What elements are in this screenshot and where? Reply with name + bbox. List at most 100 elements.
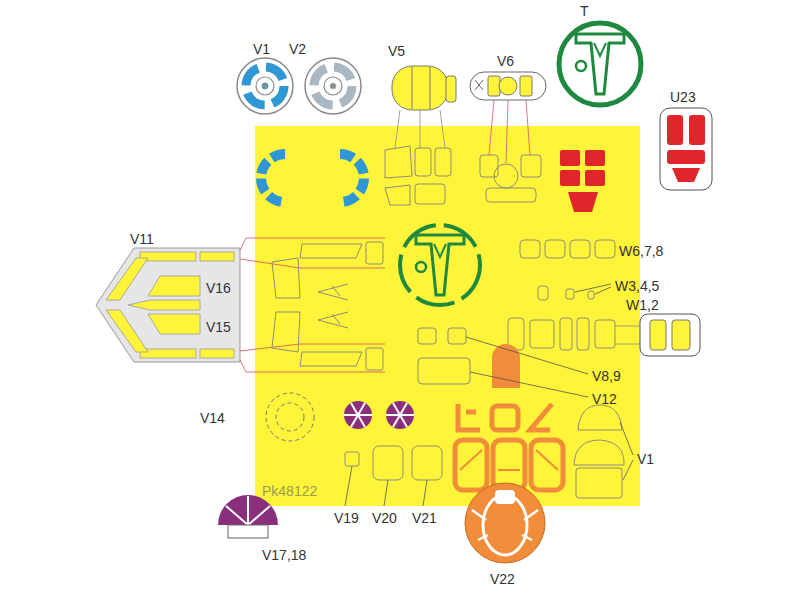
label-slot: V1 bbox=[637, 450, 654, 468]
mask-outline bbox=[560, 318, 572, 350]
wheel-mask bbox=[305, 58, 361, 114]
windscreen-mask bbox=[240, 344, 385, 351]
logo-mask bbox=[576, 34, 624, 94]
window-mask bbox=[615, 314, 700, 356]
part-callout: V17,18 bbox=[262, 547, 306, 563]
mask-outline bbox=[521, 155, 541, 177]
window-mask bbox=[672, 320, 690, 350]
leader-line bbox=[466, 337, 588, 374]
mask-outline bbox=[588, 291, 594, 299]
leader-line bbox=[384, 480, 388, 506]
mask-outline bbox=[595, 240, 615, 258]
label-slot: V20 bbox=[372, 509, 397, 527]
label-slot: V16 bbox=[206, 279, 231, 297]
seat-mask bbox=[560, 150, 580, 166]
label-slot: V19 bbox=[334, 509, 359, 527]
turret-mask bbox=[472, 510, 538, 540]
lamp-mask bbox=[470, 72, 546, 100]
hatch-mask bbox=[266, 393, 314, 441]
seat-mask bbox=[560, 150, 605, 212]
part-callout: V15 bbox=[206, 319, 231, 335]
windscreen-mask bbox=[106, 310, 148, 352]
mask-outline bbox=[318, 312, 348, 328]
turret-mask bbox=[531, 440, 563, 490]
mask-outline bbox=[366, 348, 383, 370]
label-slot: W6,7,8 bbox=[619, 242, 663, 260]
mask-outline bbox=[566, 289, 574, 299]
windscreen-mask bbox=[140, 349, 196, 358]
label-slot: V15 bbox=[206, 318, 231, 336]
turret-mask bbox=[455, 404, 563, 490]
turret-mask bbox=[498, 469, 520, 471]
part-callout: T bbox=[580, 3, 589, 19]
label-slot: V8,9 bbox=[592, 367, 621, 385]
mask-outline bbox=[300, 244, 362, 258]
part-callout: V22 bbox=[490, 571, 515, 587]
mask-outline bbox=[345, 452, 359, 466]
part-callout: V19 bbox=[334, 510, 359, 526]
window-mask bbox=[640, 314, 700, 356]
part-callout: V16 bbox=[206, 280, 231, 296]
label-slot: V5 bbox=[388, 42, 405, 60]
mask-outline bbox=[435, 148, 451, 176]
label-slot: W3,4,5 bbox=[615, 277, 659, 295]
turret-mask bbox=[460, 450, 482, 470]
mask-outline bbox=[385, 185, 410, 205]
windscreen-mask bbox=[148, 276, 200, 296]
windscreen-mask bbox=[96, 238, 385, 372]
part-callout: V14 bbox=[200, 410, 225, 426]
part-callout: V1 bbox=[253, 41, 270, 57]
turret-mask bbox=[536, 450, 558, 470]
mask-outline bbox=[366, 242, 383, 264]
part-callout: V2 bbox=[289, 41, 306, 57]
part-callout: V6 bbox=[497, 53, 514, 69]
turret-mask bbox=[493, 440, 525, 490]
label-slot: V17,18 bbox=[262, 546, 306, 564]
windscreen-mask bbox=[148, 314, 200, 334]
window-mask bbox=[650, 320, 666, 350]
part-callout: U23 bbox=[670, 89, 696, 105]
windscreen-mask bbox=[106, 258, 148, 300]
dome-mask bbox=[218, 495, 278, 538]
windscreen-mask bbox=[128, 300, 200, 310]
turret-mask bbox=[495, 490, 515, 504]
mask-outline bbox=[545, 240, 565, 258]
mask-outline bbox=[538, 286, 548, 300]
mask-outline bbox=[373, 446, 403, 480]
mask-outline bbox=[570, 240, 590, 258]
turret-mask bbox=[460, 450, 558, 470]
seat-mask bbox=[689, 115, 705, 145]
mask-outline bbox=[578, 405, 622, 430]
wheel-mask bbox=[261, 154, 364, 202]
leader-line bbox=[470, 372, 588, 397]
wheel-mask bbox=[261, 154, 285, 202]
mask-outline bbox=[415, 148, 431, 176]
logo-mask bbox=[559, 23, 641, 105]
windscreen-mask bbox=[140, 252, 196, 261]
turret-mask bbox=[458, 404, 480, 430]
seat-mask bbox=[672, 168, 700, 182]
mask-outline bbox=[415, 184, 445, 204]
label-slot: V21 bbox=[412, 509, 437, 527]
lamp-mask bbox=[526, 100, 530, 155]
canopy-mask bbox=[420, 110, 421, 148]
flower-mask bbox=[386, 401, 414, 429]
seat-mask bbox=[667, 150, 705, 164]
turret-mask bbox=[465, 483, 545, 563]
mask-outline bbox=[486, 188, 536, 202]
turret-mask bbox=[465, 483, 545, 563]
logo-mask bbox=[400, 225, 480, 305]
part-callout: V5 bbox=[388, 43, 405, 59]
part-callout: W6,7,8 bbox=[619, 243, 663, 259]
mask-outline bbox=[318, 284, 348, 300]
windscreen-mask bbox=[106, 252, 234, 358]
seat-mask bbox=[560, 170, 580, 186]
mask-outline bbox=[530, 320, 554, 348]
window-mask bbox=[615, 326, 640, 327]
seat-mask bbox=[660, 108, 712, 190]
label-slot: Pk48122 bbox=[262, 482, 317, 500]
label-slot: W1,2 bbox=[626, 296, 659, 314]
wheel-mask bbox=[237, 58, 361, 114]
canopy-mask bbox=[412, 67, 413, 109]
